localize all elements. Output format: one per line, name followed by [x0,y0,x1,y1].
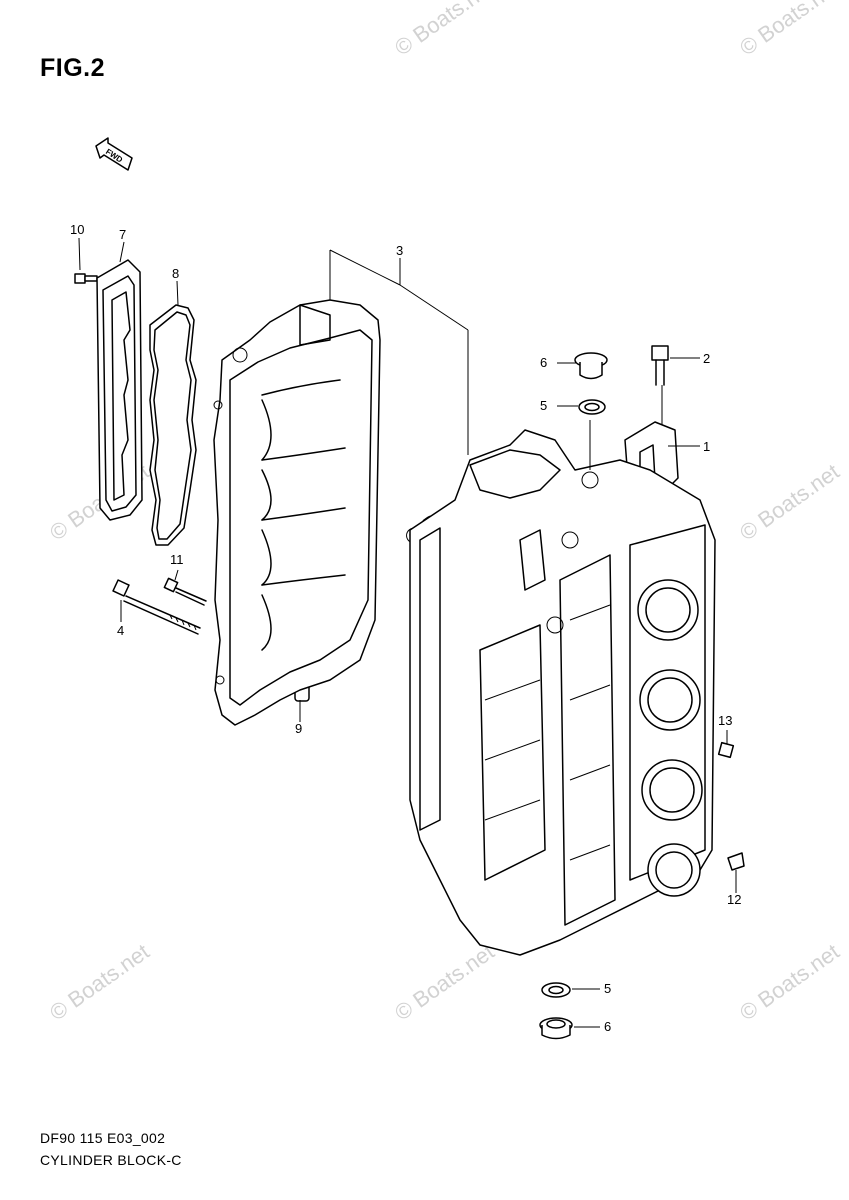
callout-8: 8 [172,266,180,281]
part-stud-13 [717,741,735,759]
part-plug-12 [727,852,745,871]
callout-4: 4 [117,623,125,638]
fwd-arrow-icon: FWD [95,137,133,171]
callout-12: 12 [727,892,742,907]
part-bolt-2 [651,345,669,386]
callout-11: 11 [170,552,184,567]
part-washer-5-bottom [541,982,571,998]
diagram-code: DF90 115 E03_002 [40,1130,166,1146]
callout-6-bottom: 6 [604,1019,612,1034]
figure-title: FIG.2 [40,54,106,82]
callout-10: 10 [70,222,85,237]
part-bolt-4 [112,579,201,635]
callout-2: 2 [703,351,711,366]
callout-5-bottom: 5 [604,981,612,996]
leader-lines [78,237,737,1028]
part-gasket-8 [149,304,197,546]
part-bolt-11 [163,577,207,606]
part-plug-6-top [574,352,608,380]
callout-13: 13 [718,713,733,728]
callout-9: 9 [295,721,303,736]
callout-5-top: 5 [540,398,548,413]
part-cylinder-block-3 [409,429,716,956]
part-bolt-10 [74,273,98,284]
part-washer-5-top [578,399,606,415]
callout-1: 1 [703,439,711,454]
diagram-caption: CYLINDER BLOCK-C [40,1152,182,1168]
part-cover-7 [96,259,143,521]
callout-7: 7 [119,227,127,242]
callout-3: 3 [396,243,404,258]
part-plug-6-bottom [539,1017,573,1040]
part-cylinder-head-3 [213,299,381,726]
callout-6-top: 6 [540,355,548,370]
